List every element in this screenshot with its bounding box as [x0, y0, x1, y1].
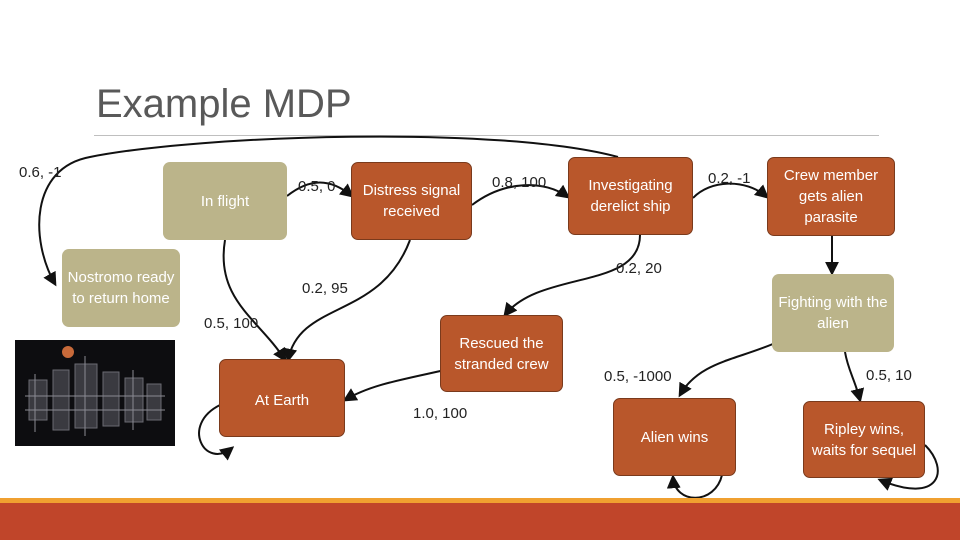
- nostromo-ship-image: [15, 340, 175, 446]
- edge-label: 0.5, 0: [298, 178, 336, 195]
- edge-label: 0.6, -1: [19, 164, 62, 181]
- node-ripley-wins: Ripley wins, waits for sequel: [803, 401, 925, 478]
- node-fighting: Fighting with the alien: [772, 274, 894, 352]
- selfloop-alien-wins: [666, 474, 723, 499]
- node-distress: Distress signal received: [351, 162, 472, 240]
- selfloop-ripley-wins: [877, 444, 939, 491]
- arrow-inflight-to-earth: [222, 239, 287, 363]
- node-investigating: Investigating derelict ship: [568, 157, 693, 235]
- footer-bar: [0, 503, 960, 540]
- selfloop-at-earth: [198, 404, 235, 461]
- edge-label: 0.8, 100: [492, 174, 547, 191]
- slide-title: Example MDP: [96, 82, 352, 126]
- arrow-fighting-to-alienwins: [678, 339, 783, 398]
- node-rescued: Rescued the stranded crew: [440, 315, 563, 392]
- edge-label: 0.2, 95: [302, 280, 348, 297]
- arrow-investigating-to-rescued: [503, 234, 641, 318]
- edge-label: 0.5, 100: [204, 315, 259, 332]
- node-in-flight: In flight: [163, 162, 287, 240]
- arrow-distress-to-investigating: [471, 184, 571, 206]
- edge-label: 1.0, 100: [413, 405, 468, 422]
- edge-label: 0.2, 20: [616, 260, 662, 277]
- node-alien-wins: Alien wins: [613, 398, 736, 476]
- arrow-rescued-to-earth: [342, 369, 446, 402]
- node-parasite: Crew member gets alien parasite: [767, 157, 895, 236]
- arrow-investigating-to-nostromo: [38, 135, 619, 287]
- node-nostromo: Nostromo ready to return home: [62, 249, 180, 327]
- node-at-earth: At Earth: [219, 359, 345, 437]
- arrow-investigating-to-parasite: [692, 182, 770, 199]
- arrow-inflight-to-distress: [286, 181, 355, 198]
- edge-label: 0.5, 10: [866, 367, 912, 384]
- arrow-distress-to-earth: [283, 239, 411, 363]
- title-divider: [94, 135, 879, 136]
- arrow-fighting-to-ripley: [844, 351, 865, 403]
- footer-accent-bar: [0, 498, 960, 503]
- edge-label: 0.5, -1000: [604, 368, 672, 385]
- edge-label: 0.2, -1: [708, 170, 751, 187]
